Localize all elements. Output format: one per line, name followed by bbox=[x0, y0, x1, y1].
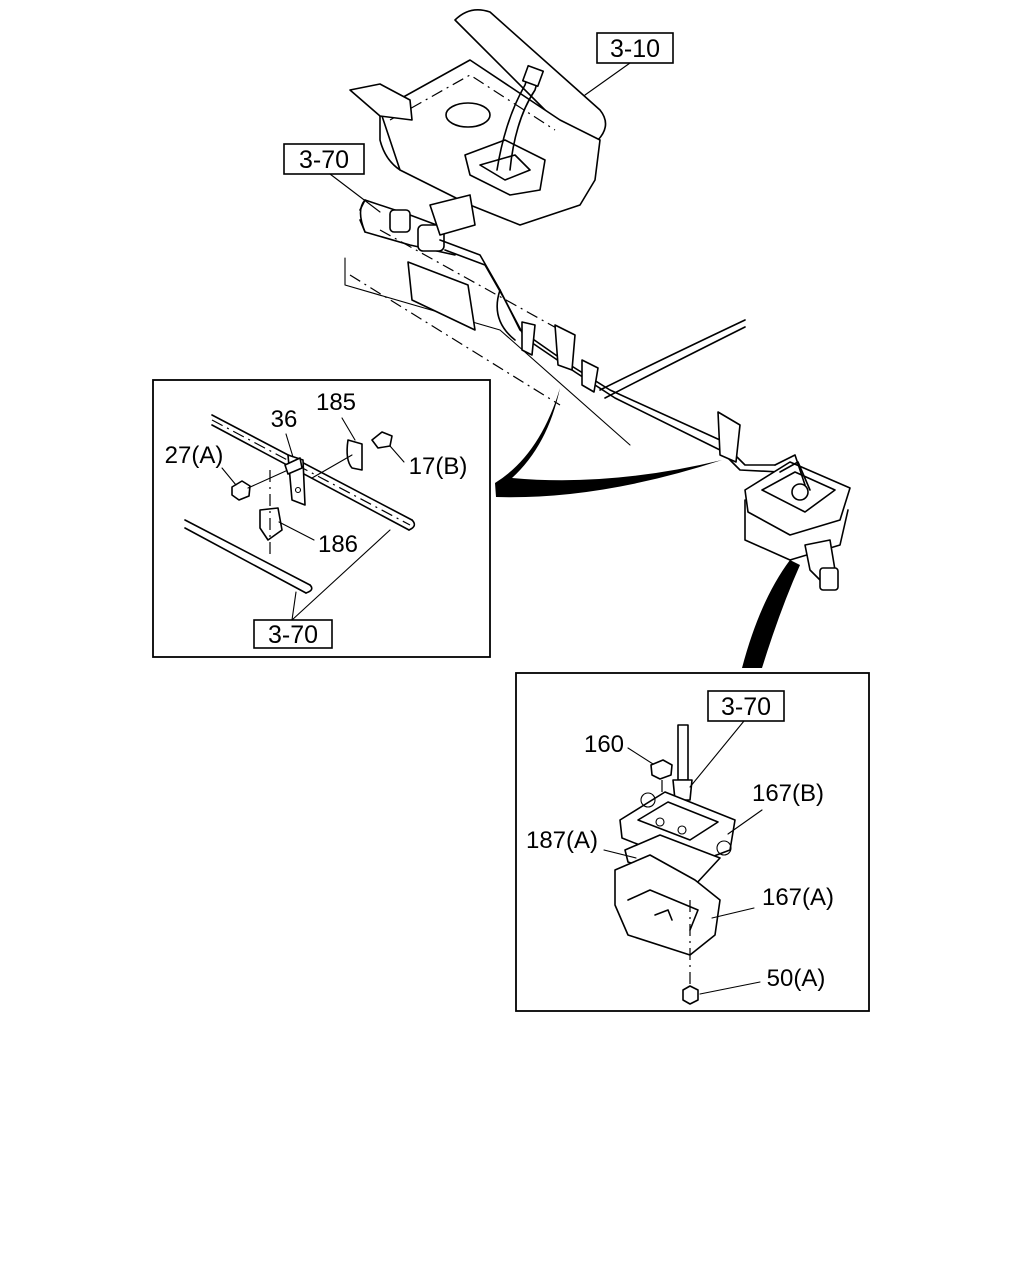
main-assembly: 3-10 3-70 bbox=[283, 9, 851, 668]
label-36: 36 bbox=[271, 406, 298, 433]
ref-box-pipe-main: 3-70 bbox=[283, 143, 381, 213]
pipe-bundle bbox=[359, 194, 781, 473]
fuel-tank bbox=[349, 9, 607, 226]
detail-clip-panel: 185 36 27(A) 17(B) 186 3-70 bbox=[152, 379, 491, 658]
label-27a: 27(A) bbox=[165, 442, 224, 469]
label-187a: 187(A) bbox=[526, 827, 598, 854]
svg-text:3-10: 3-10 bbox=[610, 35, 660, 63]
svg-text:3-70: 3-70 bbox=[299, 146, 349, 174]
label-185: 185 bbox=[316, 389, 356, 416]
frame-outline bbox=[344, 257, 631, 446]
label-160: 160 bbox=[584, 731, 624, 758]
label-167a: 167(A) bbox=[762, 884, 834, 911]
label-186: 186 bbox=[318, 531, 358, 558]
ref-box-filter: 3-70 bbox=[721, 693, 771, 721]
label-17b: 17(B) bbox=[409, 453, 468, 480]
callout-arrow-filter bbox=[742, 560, 800, 668]
ref-box-fuel-tank: 3-10 bbox=[584, 32, 674, 96]
detail-filter-panel: 3-70 160 167(B) 187(A) 167(A) 50(A) bbox=[515, 672, 870, 1012]
callout-arrow-clip bbox=[495, 388, 722, 498]
fuel-filter bbox=[744, 454, 851, 591]
ref-box-clip: 3-70 bbox=[268, 621, 318, 649]
label-50a: 50(A) bbox=[767, 965, 826, 992]
label-167b: 167(B) bbox=[752, 780, 824, 807]
